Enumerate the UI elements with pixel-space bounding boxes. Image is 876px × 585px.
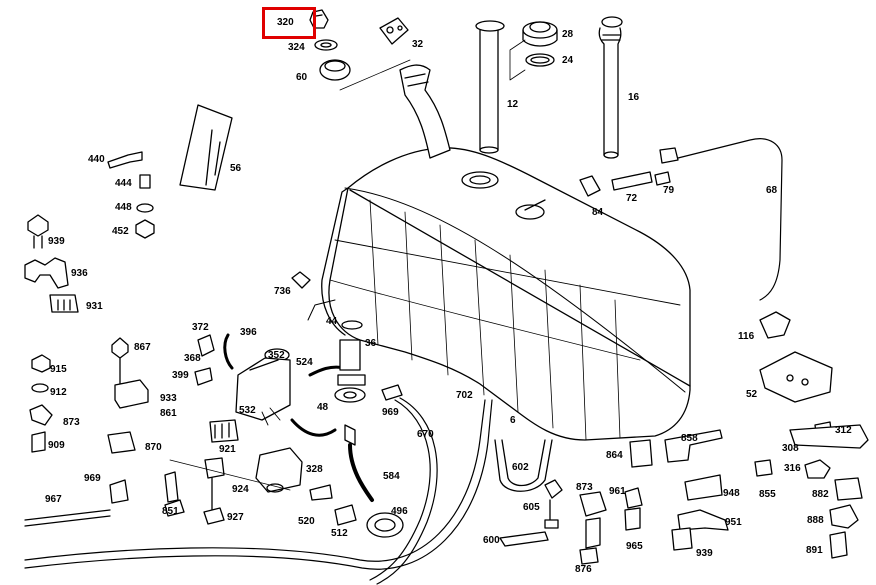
callout-912[interactable]: 912 [50, 387, 67, 398]
callout-736[interactable]: 736 [274, 286, 291, 297]
callout-44[interactable]: 44 [326, 316, 338, 327]
callout-32[interactable]: 32 [412, 39, 424, 50]
callout-864[interactable]: 864 [606, 450, 623, 461]
callout-399[interactable]: 399 [172, 370, 189, 381]
callout-368[interactable]: 368 [184, 353, 201, 364]
callout-915[interactable]: 915 [50, 364, 67, 375]
callout-969-upper[interactable]: 969 [382, 407, 399, 418]
callout-969-lower[interactable]: 969 [84, 473, 101, 484]
sender-tubes [475, 16, 623, 159]
callout-452[interactable]: 452 [112, 226, 129, 237]
callout-116[interactable]: 116 [738, 331, 755, 342]
callout-16[interactable]: 16 [628, 92, 640, 103]
callout-936[interactable]: 936 [71, 268, 88, 279]
callout-702[interactable]: 702 [456, 390, 473, 401]
callout-6[interactable]: 6 [510, 415, 516, 426]
callout-933[interactable]: 933 [160, 393, 177, 404]
callout-12[interactable]: 12 [507, 99, 519, 110]
callout-584[interactable]: 584 [383, 471, 400, 482]
callout-448[interactable]: 448 [115, 202, 132, 213]
callout-939-right[interactable]: 939 [696, 548, 713, 559]
callout-851[interactable]: 851 [162, 506, 179, 517]
callout-72[interactable]: 72 [626, 193, 638, 204]
callout-48[interactable]: 48 [317, 402, 329, 413]
callout-948[interactable]: 948 [723, 488, 740, 499]
callout-600[interactable]: 600 [483, 535, 500, 546]
callout-496[interactable]: 496 [391, 506, 408, 517]
callout-858[interactable]: 858 [681, 433, 698, 444]
filter-pump-cluster [194, 271, 404, 538]
callout-512[interactable]: 512 [331, 528, 348, 539]
highlight-box [262, 7, 316, 39]
callout-532[interactable]: 532 [239, 405, 256, 416]
left-lower-hardware [24, 337, 291, 527]
callout-888[interactable]: 888 [807, 515, 824, 526]
callout-352[interactable]: 352 [268, 350, 285, 361]
callout-605[interactable]: 605 [523, 502, 540, 513]
callout-84[interactable]: 84 [592, 207, 604, 218]
callout-861[interactable]: 861 [160, 408, 177, 419]
callout-927[interactable]: 927 [227, 512, 244, 523]
callout-396[interactable]: 396 [240, 327, 257, 338]
callout-328[interactable]: 328 [306, 464, 323, 475]
callout-931[interactable]: 931 [86, 301, 103, 312]
callout-876[interactable]: 876 [575, 564, 592, 575]
callout-520[interactable]: 520 [298, 516, 315, 527]
callout-312[interactable]: 312 [835, 425, 852, 436]
left-small-parts [24, 104, 233, 313]
fuel-lines [24, 397, 493, 585]
callout-316[interactable]: 316 [784, 463, 801, 474]
callout-324[interactable]: 324 [288, 42, 305, 53]
filler-cap-parts [309, 9, 409, 81]
callout-909[interactable]: 909 [48, 440, 65, 451]
callout-873-left[interactable]: 873 [63, 417, 80, 428]
right-side-parts [579, 138, 869, 565]
callout-891[interactable]: 891 [806, 545, 823, 556]
callout-602[interactable]: 602 [512, 462, 529, 473]
callout-444[interactable]: 444 [115, 178, 132, 189]
callout-921[interactable]: 921 [219, 444, 236, 455]
callout-440[interactable]: 440 [88, 154, 105, 165]
callout-308[interactable]: 308 [782, 443, 799, 454]
callout-882[interactable]: 882 [812, 489, 829, 500]
callout-924[interactable]: 924 [232, 484, 249, 495]
callout-79[interactable]: 79 [663, 185, 675, 196]
filler-neck [339, 59, 451, 159]
callout-873-right[interactable]: 873 [576, 482, 593, 493]
callout-870[interactable]: 870 [145, 442, 162, 453]
callout-939[interactable]: 939 [48, 236, 65, 247]
callout-320[interactable]: 320 [277, 17, 294, 28]
callout-372[interactable]: 372 [192, 322, 209, 333]
callout-28[interactable]: 28 [562, 29, 574, 40]
callout-961[interactable]: 961 [609, 486, 626, 497]
callout-867[interactable]: 867 [134, 342, 151, 353]
callout-967[interactable]: 967 [45, 494, 62, 505]
callout-52[interactable]: 52 [746, 389, 758, 400]
fuel-tank [321, 147, 691, 441]
callout-36[interactable]: 36 [365, 338, 377, 349]
tank-straps [494, 439, 563, 547]
callout-24[interactable]: 24 [562, 55, 574, 66]
callout-951[interactable]: 951 [725, 517, 742, 528]
callout-60[interactable]: 60 [296, 72, 308, 83]
callout-855[interactable]: 855 [759, 489, 776, 500]
callout-56[interactable]: 56 [230, 163, 242, 174]
callout-68[interactable]: 68 [766, 185, 778, 196]
callout-965[interactable]: 965 [626, 541, 643, 552]
callout-670[interactable]: 670 [417, 429, 434, 440]
callout-524[interactable]: 524 [296, 357, 313, 368]
